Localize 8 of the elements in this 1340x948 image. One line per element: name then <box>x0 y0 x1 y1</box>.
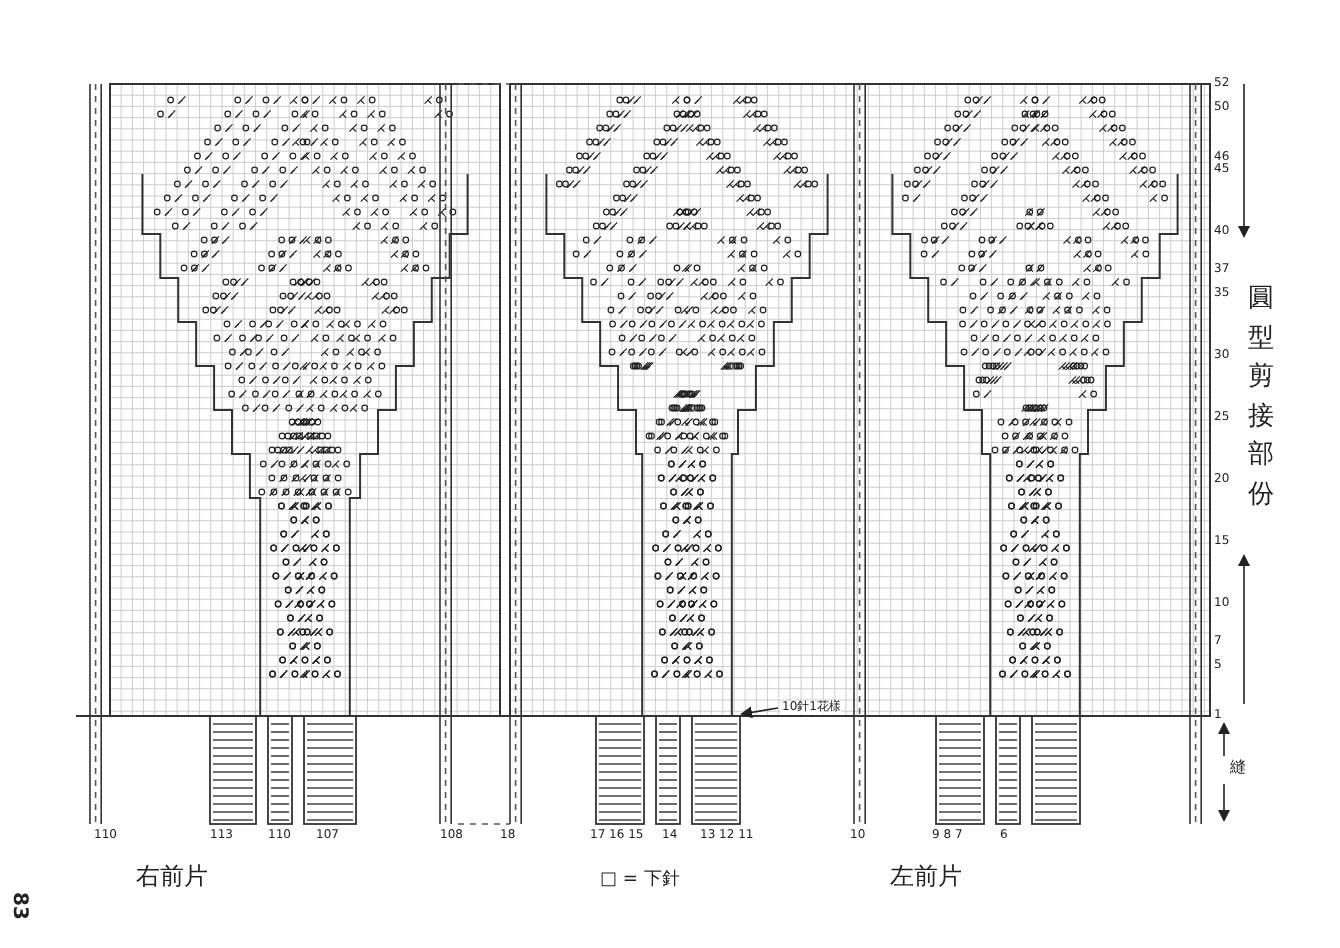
page-number: 83 <box>7 892 28 920</box>
vertical-note: 圓型剪接部份 <box>1248 282 1276 513</box>
leader-line <box>740 706 779 719</box>
symbol-key: □ = 下針 <box>600 872 680 890</box>
piece-title: 左前片 <box>890 864 962 888</box>
piece-title: 右前片 <box>136 864 208 888</box>
vertical-note: 縫 <box>1230 760 1246 776</box>
ribbing-block <box>691 715 741 825</box>
